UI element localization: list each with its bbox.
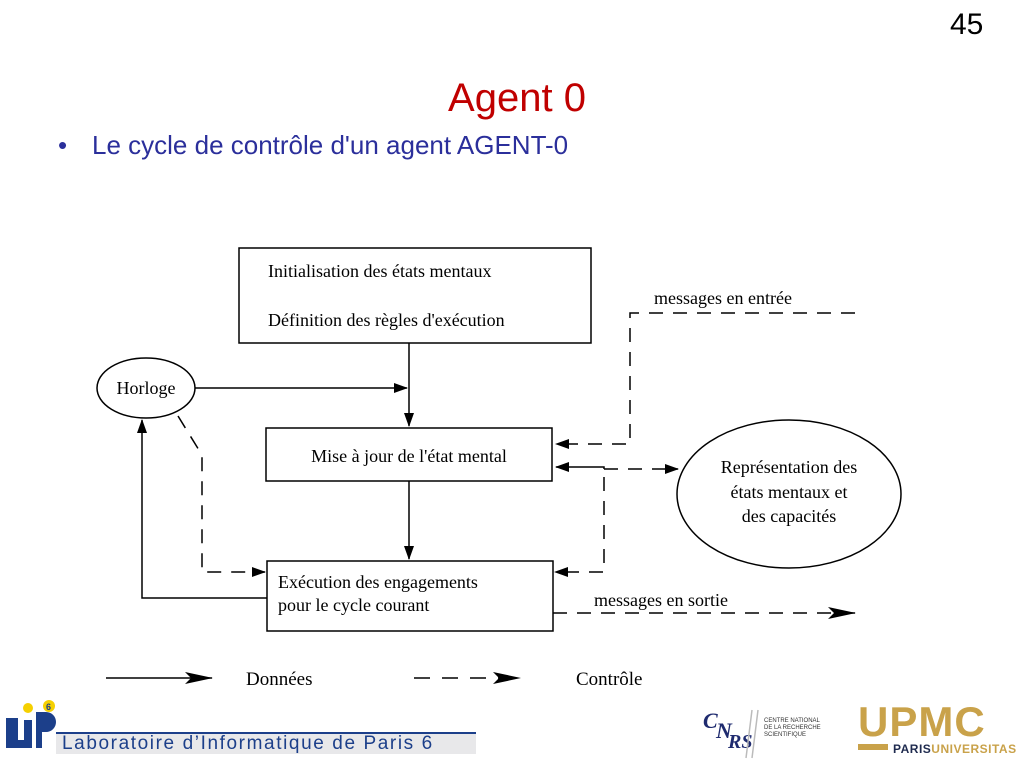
- lip6-logo: 6: [6, 700, 56, 748]
- dashed-msg-in: [555, 312, 855, 449]
- footer-bar: 6 C N RS UPMC: [6, 698, 986, 759]
- representation-ellipse: [676, 419, 902, 569]
- upmc-logo: UPMC: [858, 698, 986, 750]
- lip-band: [56, 732, 476, 754]
- dashed-clock-to-exec: [177, 415, 266, 577]
- arrow-exec-to-clock: [137, 419, 267, 599]
- lip-lab-name: Laboratoire d’Informatique de Paris 6: [62, 733, 434, 754]
- svg-text:N: N: [715, 718, 733, 743]
- msg-out-label: messages en sortie: [594, 590, 728, 610]
- repr-text-line2: états mentaux et: [731, 482, 848, 502]
- svg-text:C: C: [703, 708, 718, 733]
- init-text-line2: Définition des règles d'exécution: [268, 310, 505, 330]
- repr-text-line1: Représentation des: [721, 457, 857, 477]
- control-cycle-diagram: Initialisation des états mentaux Définit…: [96, 247, 902, 690]
- repr-text-line3: des capacités: [742, 506, 836, 526]
- legend-data-label: Données: [246, 669, 312, 690]
- legend-control-label: Contrôle: [576, 669, 643, 690]
- bullet-dot: •: [58, 130, 68, 160]
- msg-in-label: messages en entrée: [654, 288, 792, 308]
- bullet-text: Le cycle de contrôle d'un agent AGENT-0: [92, 130, 569, 160]
- slide-title: Agent 0: [448, 76, 586, 120]
- init-text-line1: Initialisation des états mentaux: [268, 261, 491, 281]
- cnrs-caption: CENTRE NATIONAL DE LA RECHERCHE SCIENTIF…: [764, 718, 834, 739]
- dashed-repr-to-update: [555, 462, 605, 472]
- clock-label: Horloge: [117, 378, 176, 398]
- cnrs-logo: C N RS: [703, 708, 759, 759]
- cnrs-caption-line1: CENTRE NATIONAL: [764, 718, 820, 724]
- svg-text:6: 6: [46, 702, 51, 712]
- lip-band-line: [56, 732, 476, 734]
- svg-text:RS: RS: [727, 731, 752, 753]
- upmc-caption-universitas: UNIVERSITAS: [931, 742, 1017, 756]
- exec-box: [266, 560, 554, 632]
- bullet-item: • Le cycle de contrôle d'un agent AGENT-0: [58, 130, 568, 161]
- cnrs-caption-line2: DE LA RECHERCHE: [764, 725, 821, 731]
- exec-text-line2: pour le cycle courant: [278, 595, 429, 615]
- upmc-caption-paris: PARIS: [893, 742, 932, 756]
- slide-number: 45: [950, 8, 984, 41]
- exec-text-line1: Exécution des engagements: [278, 572, 478, 592]
- update-label: Mise à jour de l'état mental: [311, 446, 507, 466]
- cnrs-caption-line3: SCIENTIFIQUE: [764, 732, 807, 738]
- svg-text:UPMC: UPMC: [858, 698, 986, 745]
- upmc-caption: PARISUNIVERSITAS: [893, 742, 1017, 756]
- dashed-repr-to-exec: [554, 477, 605, 577]
- init-box: [238, 247, 592, 344]
